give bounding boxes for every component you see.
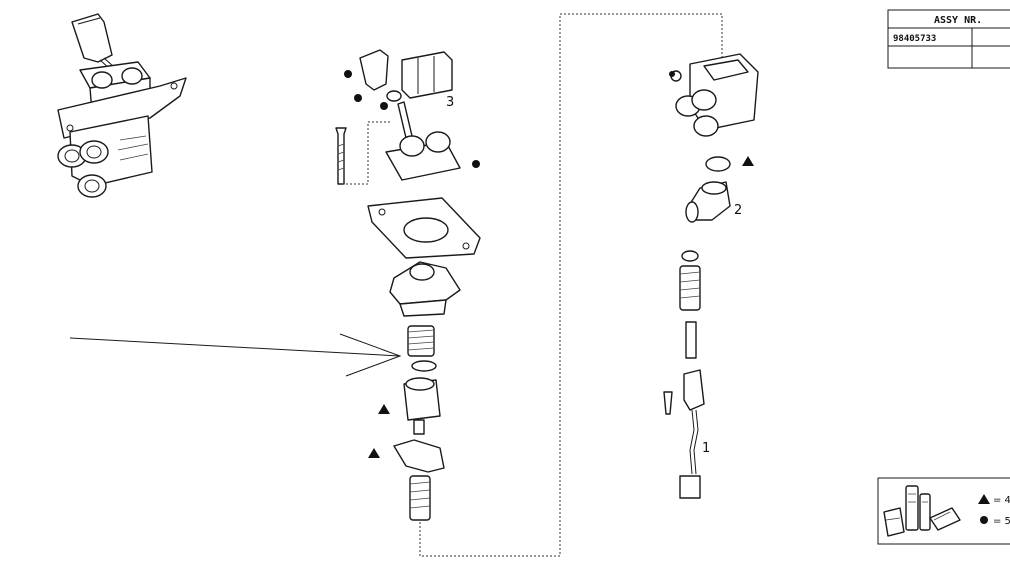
legend-box: = 4 = 5	[877, 477, 1010, 545]
assy-table: ASSY NR. 98405733	[887, 9, 1010, 69]
spring-right	[679, 265, 701, 311]
middle-exploded-column	[335, 49, 481, 521]
callout-1: 1	[702, 441, 710, 456]
legend-dot-icon	[980, 516, 988, 524]
assembled-valve	[57, 13, 187, 198]
dot-markers	[344, 70, 675, 168]
tubes-icon	[883, 485, 961, 537]
legend-triangle-text: = 4	[993, 495, 1010, 506]
triangle-markers	[368, 156, 754, 458]
spring-lower	[409, 475, 431, 521]
connecting-bracket	[419, 13, 723, 557]
assy-table-cell: 98405733	[893, 34, 936, 44]
legend-triangle-icon	[978, 494, 990, 504]
assy-table-header: ASSY NR.	[934, 15, 982, 26]
spring-upper	[407, 325, 435, 357]
right-exploded-column	[663, 53, 759, 499]
callout-3: 3	[446, 95, 454, 110]
legend-dot-text: = 5	[993, 516, 1010, 527]
callout-2: 2	[734, 203, 742, 218]
leader-arrow	[69, 333, 402, 377]
